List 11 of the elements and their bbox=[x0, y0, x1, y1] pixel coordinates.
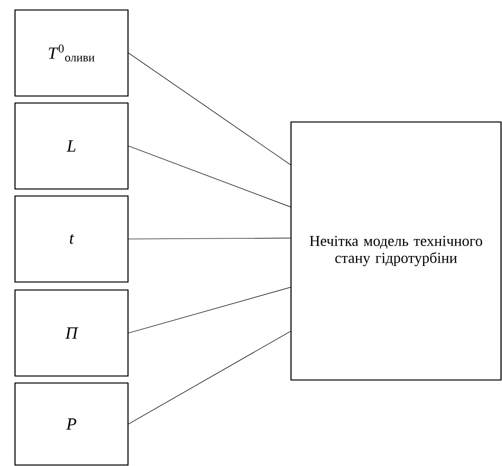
model-box: Нечітка модель технічного стану гідротурбіни bbox=[290, 121, 502, 381]
variable-box: t bbox=[14, 195, 129, 283]
connector-line bbox=[128, 286, 291, 334]
variable-box: П bbox=[14, 289, 129, 377]
variable-box: T$^{0}$оливи bbox=[14, 9, 129, 97]
variable-box: L bbox=[14, 102, 129, 190]
connector-line bbox=[128, 146, 291, 208]
variable-box: P bbox=[14, 382, 129, 466]
connector-line bbox=[128, 238, 291, 240]
connector-line bbox=[128, 52, 291, 166]
connector-line bbox=[128, 331, 291, 424]
